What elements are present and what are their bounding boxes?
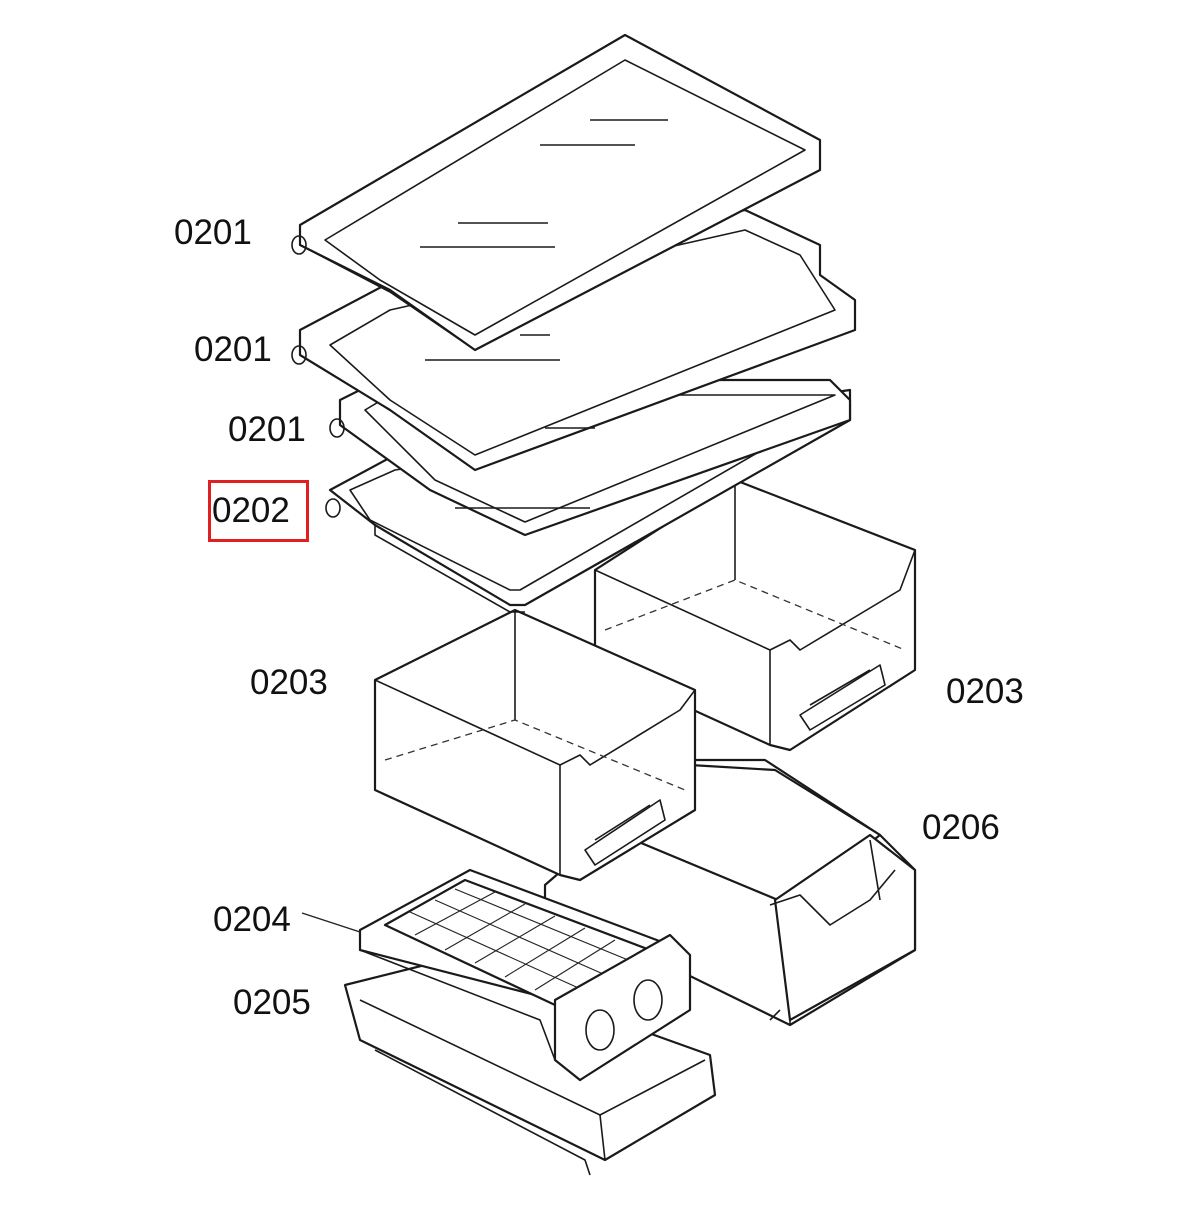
label-drawer-left[interactable]: 0203 [250, 663, 328, 702]
label-shelf-middle[interactable]: 0201 [194, 330, 272, 369]
label-shelf-frame[interactable]: 0202 [212, 491, 290, 530]
leader-line-0204 [301, 912, 361, 933]
highlight-box [208, 480, 309, 542]
label-ice-tray[interactable]: 0204 [213, 900, 291, 939]
label-ice-tray-base[interactable]: 0205 [233, 983, 311, 1022]
label-bottom-drawer[interactable]: 0206 [922, 808, 1000, 847]
left-drawer-0203 [373, 608, 697, 882]
label-shelf-lower[interactable]: 0201 [228, 410, 306, 449]
label-drawer-right[interactable]: 0203 [946, 672, 1024, 711]
label-shelf-top[interactable]: 0201 [174, 213, 252, 252]
ice-tray-0204 [358, 868, 692, 1082]
top-glass-shelf-0201 [291, 33, 822, 352]
